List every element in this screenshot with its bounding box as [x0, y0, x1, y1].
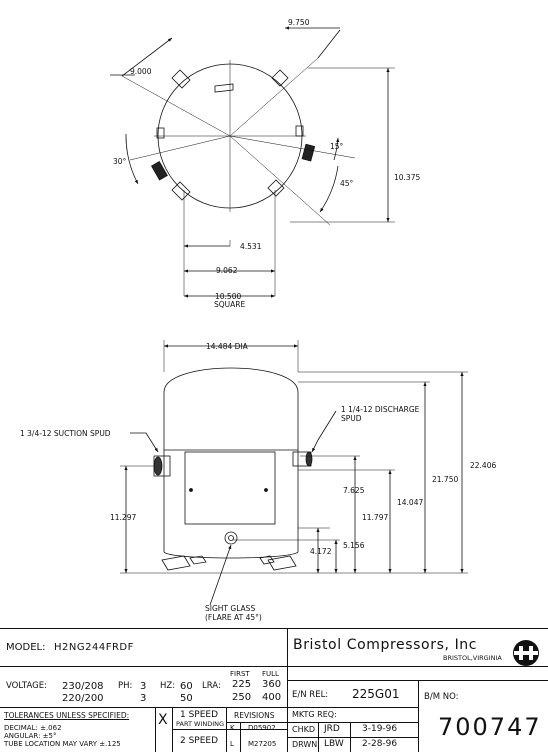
suction-label: 1 3/4-12 SUCTION SPUD	[20, 429, 111, 438]
dim-7625: 7.625	[343, 486, 365, 495]
speed-1: 1 SPEED	[180, 710, 219, 720]
mount-foot-tr	[271, 69, 289, 87]
company-logo	[513, 640, 539, 666]
side-view	[120, 340, 468, 606]
tolerance-decimal: DECIMAL: ±.062	[4, 724, 62, 732]
technical-drawing: 9.000 9.750 30° 15° 45° 10.375 4.531 9.0…	[20, 18, 496, 622]
en-rel-label: E/N REL:	[292, 690, 329, 700]
dim-9062: 9.062	[216, 266, 238, 275]
tolerance-angular: ANGULAR: ±5°	[4, 732, 57, 740]
dim-9750: 9.750	[288, 18, 310, 27]
hz-1: 60	[180, 681, 193, 692]
mount-foot-bl	[171, 181, 191, 201]
mktg-req: MKTG REQ:	[292, 710, 337, 719]
rev-k-number: D05902	[248, 724, 276, 732]
bm-label: B/M NO:	[424, 692, 459, 702]
bm-value: 700747	[438, 713, 542, 741]
mount-foot-tl	[171, 69, 191, 89]
company-location: BRISTOL,VIRGINIA	[443, 654, 502, 662]
sight-glass-label-2: (FLARE AT 45°)	[205, 613, 262, 622]
suction-fitting-top	[150, 161, 168, 181]
lra-label: LRA:	[202, 681, 221, 691]
tolerance-title: TOLERANCES UNLESS SPECIFIED:	[4, 711, 130, 720]
dim-11297: 11.297	[110, 513, 136, 522]
title-block: MODEL: H2NG244FRDF Bristol Compressors, …	[0, 628, 548, 752]
x-mark: X	[158, 712, 168, 728]
discharge-fitting-top	[301, 143, 316, 162]
sight-glass	[224, 531, 238, 545]
hz-2: 50	[180, 693, 193, 704]
chkd-date: 3-19-96	[362, 724, 398, 734]
dim-14047: 14.047	[397, 498, 423, 507]
dim-21750: 21.750	[432, 475, 458, 484]
revisions-label: REVISIONS	[234, 711, 275, 720]
en-rel-value: 225G01	[352, 687, 400, 701]
compressor-dome	[163, 367, 299, 451]
ph-label: PH:	[118, 681, 133, 691]
angle-45: 45°	[340, 179, 354, 188]
full-2: 400	[262, 692, 282, 703]
terminal-box	[184, 451, 276, 525]
drwn-by: LBW	[324, 739, 344, 749]
full-1: 360	[262, 679, 282, 690]
dim-dia: 14.484 DIA	[206, 342, 249, 351]
first-1: 225	[232, 679, 252, 690]
model-label: MODEL:	[6, 642, 46, 653]
compressor-lower-shell	[163, 450, 299, 559]
dim-9000: 9.000	[130, 67, 152, 76]
angle-30: 30°	[113, 157, 127, 166]
rev-k: K	[230, 724, 235, 732]
chkd-label: CHKD	[292, 725, 316, 734]
voltage-1: 230/208	[62, 681, 104, 692]
col-first: FIRST	[230, 670, 250, 678]
model-value: H2NG244FRDF	[54, 642, 134, 653]
dim-10500: 10.500	[215, 292, 241, 301]
dim-4172: 4.172	[310, 547, 332, 556]
voltage-2: 220/200	[62, 693, 104, 704]
ph-2: 3	[140, 693, 147, 704]
part-winding: PART WINDING	[176, 720, 225, 728]
dim-22406: 22.406	[470, 461, 496, 470]
sight-glass-label-1: SIGHT GLASS	[205, 604, 255, 613]
rev-l-number: M27205	[248, 740, 277, 748]
dim-4531: 4.531	[240, 242, 262, 251]
chkd-by: JRD	[324, 724, 340, 734]
tolerance-tube: TUBE LOCATION MAY VARY ±.125	[4, 740, 121, 748]
ph-1: 3	[140, 681, 147, 692]
dim-10375: 10.375	[394, 173, 420, 182]
top-view	[110, 26, 395, 298]
drwn-date: 2-28-96	[362, 739, 398, 749]
voltage-label: VOLTAGE:	[6, 681, 47, 691]
drwn-label: DRWN	[292, 740, 318, 749]
speed-2: 2 SPEED	[180, 736, 219, 746]
first-2: 250	[232, 692, 252, 703]
hz-label: HZ:	[160, 681, 176, 691]
discharge-label-2: SPUD	[341, 414, 362, 423]
angle-15: 15°	[330, 142, 344, 151]
col-full: FULL	[262, 670, 279, 678]
company-name: Bristol Compressors, Inc	[293, 637, 478, 653]
square-label: SQUARE	[214, 300, 245, 309]
rev-l: L	[230, 740, 234, 748]
discharge-label-1: 1 1/4-12 DISCHARGE	[341, 405, 420, 414]
dim-11797: 11.797	[362, 513, 388, 522]
dim-5156: 5.156	[343, 541, 365, 550]
mount-foot-br	[267, 179, 285, 197]
